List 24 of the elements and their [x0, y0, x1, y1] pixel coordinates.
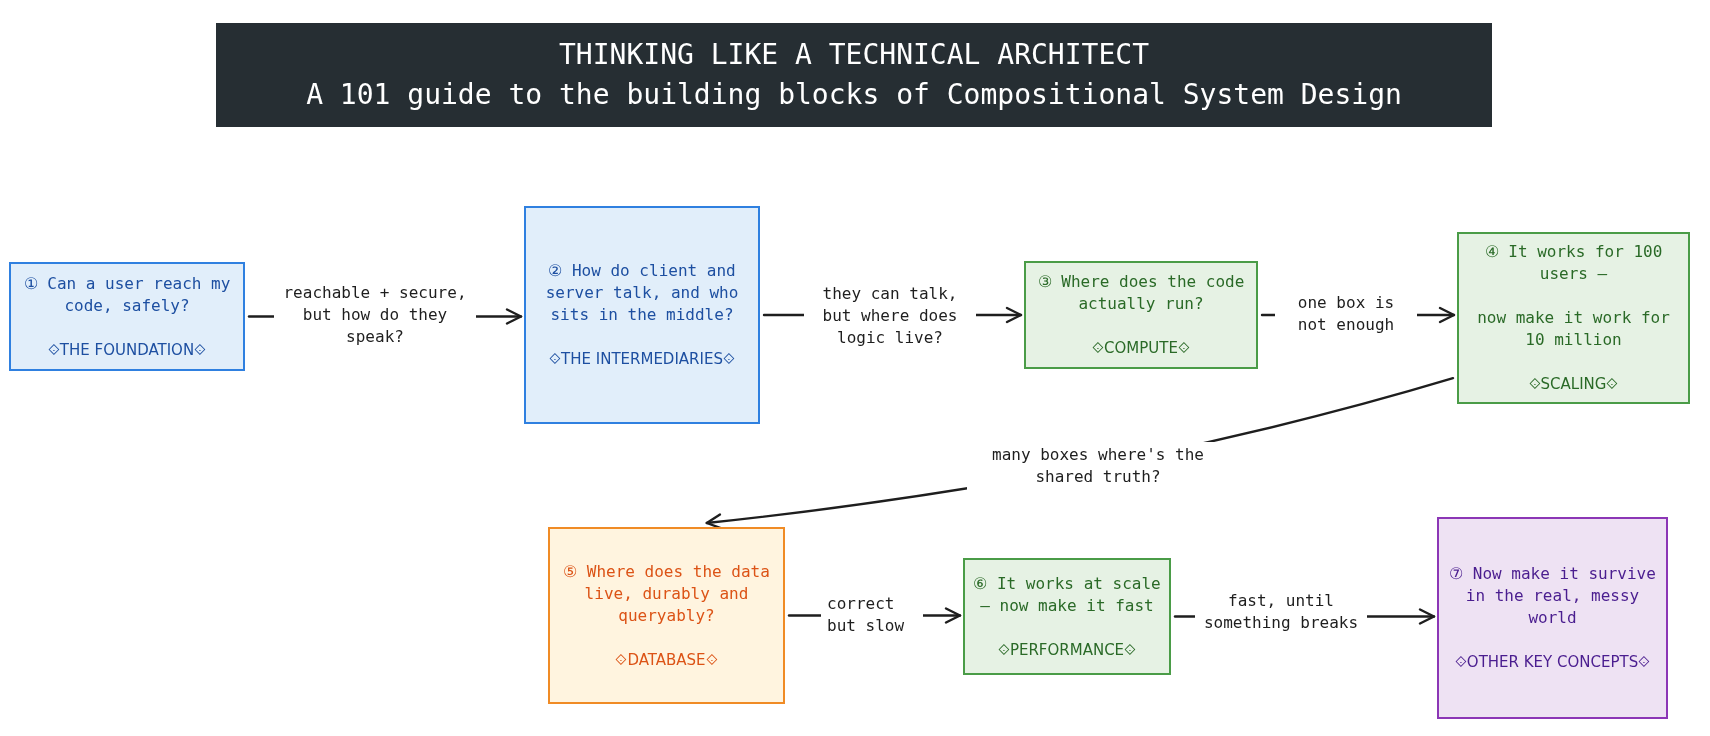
question-box: [9, 262, 245, 371]
question-box: [963, 558, 1171, 675]
section-tag: ⟐THE FOUNDATION⟐: [47, 338, 207, 361]
section-tag: ⟐PERFORMANCE⟐: [997, 638, 1137, 661]
question-text: ③ Where does the code actually run?: [1036, 271, 1246, 315]
question-text: ① Can a user reach my code, safely?: [22, 272, 232, 317]
question-text: ⑥ It works at scale – now make it fast: [973, 572, 1161, 617]
title-text: THINKING LIKE A TECHNICAL ARCHITECT: [559, 37, 1149, 73]
question-box: [524, 206, 760, 424]
section-tag: ⟐COMPUTE⟐: [1092, 337, 1190, 359]
subtitle-text: A 101 guide to the building blocks of Compositional System Design: [306, 77, 1402, 113]
question-box: [1024, 261, 1258, 369]
section-tag: ⟐SCALING⟐: [1528, 373, 1619, 395]
question-text: ④ It works for 100 users –: [1483, 241, 1664, 285]
question-box: [548, 527, 785, 704]
section-tag: ⟐THE INTERMEDIARIES⟐: [549, 348, 735, 370]
question-box: [1437, 517, 1668, 719]
question-text: ② How do client and server talk, and who sits in the middle?: [544, 260, 740, 326]
question-box: [1457, 232, 1690, 404]
section-tag: ⟐OTHER KEY CONCEPTS⟐: [1454, 651, 1651, 673]
section-tag: ⟐DATABASE⟐: [615, 648, 718, 671]
question-text: ⑦ Now make it survive in the real, messy world: [1448, 563, 1657, 629]
question-text: now make it work for 10 million: [1476, 307, 1671, 351]
question-text: ⑤ Where does the data live, durably and queryably?: [562, 560, 771, 627]
